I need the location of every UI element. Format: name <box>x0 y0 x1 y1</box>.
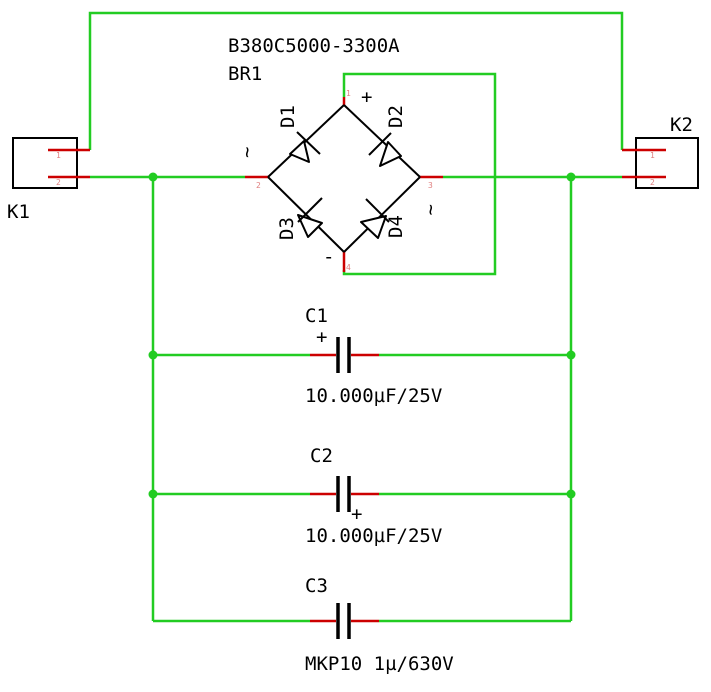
connector-k1[interactable]: 1 2 K1 <box>7 137 90 223</box>
diode-d4-symbol <box>360 198 390 239</box>
junction-dot <box>566 172 576 182</box>
capacitor-c1-value: 10.000µF/25V <box>305 385 442 407</box>
pin-number: 4 <box>346 263 351 272</box>
diode-d1-label: D1 <box>277 105 299 128</box>
wire-bridge-dc-loop <box>342 72 497 276</box>
diode-d1-symbol <box>289 131 321 163</box>
junction-dot <box>566 489 576 499</box>
capacitor-c2-ref: C2 <box>310 445 333 467</box>
capacitor-c2-value: 10.000µF/25V <box>305 525 442 547</box>
wire-top-loop <box>88 11 624 150</box>
capacitor-c1-ref: C1 <box>305 305 328 327</box>
junctions <box>148 172 576 499</box>
diode-d3-label: D3 <box>276 217 298 240</box>
pin-number: 2 <box>56 178 61 187</box>
junction-dot <box>566 350 576 360</box>
capacitor-c1-polarity: + <box>316 326 327 348</box>
connector-k1-ref: K1 <box>7 201 30 223</box>
capacitor-c3[interactable]: C3 MKP10 1µ/630V <box>305 575 454 675</box>
capacitor-c3-value: MKP10 1µ/630V <box>305 653 454 675</box>
capacitor-c3-ref: C3 <box>305 575 328 597</box>
bridge-ac-mark: ~ <box>420 204 442 215</box>
wires <box>88 11 624 623</box>
pin-number: 2 <box>650 178 655 187</box>
capacitor-c2[interactable]: C2 + 10.000µF/25V <box>305 445 442 547</box>
pin-number: 3 <box>428 181 433 190</box>
diode-d2-label: D2 <box>385 105 407 128</box>
pin-number: 1 <box>56 151 61 160</box>
connector-k2-ref: K2 <box>670 114 693 136</box>
diode-d2-symbol <box>368 132 402 167</box>
bridge-ac-mark: ~ <box>236 147 258 158</box>
diode-d4-label: D4 <box>385 215 407 238</box>
capacitor-c2-polarity: + <box>351 503 362 525</box>
bridge-plus-mark: + <box>361 86 372 108</box>
bridge-ref: BR1 <box>228 63 262 85</box>
bridge-rectifier-br1[interactable]: B380C5000-3300A BR1 2 3 1 4 <box>228 35 443 272</box>
connector-k1-body <box>12 137 78 189</box>
connector-k2-body <box>635 137 699 189</box>
connector-k2[interactable]: 1 2 K2 <box>622 114 699 189</box>
junction-dot <box>148 172 158 182</box>
junction-dot <box>148 489 158 499</box>
diode-d3-symbol <box>297 197 323 238</box>
capacitor-c1[interactable]: C1 + 10.000µF/25V <box>305 305 442 407</box>
junction-dot <box>148 350 158 360</box>
bridge-part-number: B380C5000-3300A <box>228 35 400 57</box>
pin-number: 1 <box>650 151 655 160</box>
bridge-minus-mark: - <box>323 246 334 268</box>
pin-number: 2 <box>256 181 261 190</box>
pin-number: 1 <box>346 89 351 98</box>
